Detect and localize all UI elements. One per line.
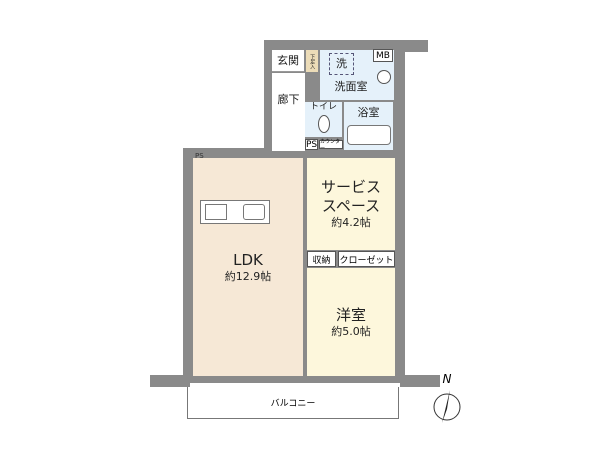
room-ldk-size: 約12.9帖 bbox=[224, 269, 272, 283]
washer-label: 洗 bbox=[336, 57, 347, 71]
wall bbox=[400, 375, 440, 387]
toilet-icon bbox=[317, 115, 330, 134]
room-service-space: サービス スペース 約4.2帖 bbox=[307, 158, 395, 250]
sink-icon bbox=[243, 204, 265, 220]
toilet-label: トイレ bbox=[309, 102, 337, 112]
bathroom: 浴室 bbox=[344, 102, 393, 150]
mb-box: MB bbox=[373, 49, 393, 62]
toilet: トイレ bbox=[305, 102, 342, 137]
corridor-label: 廊下 bbox=[277, 93, 300, 106]
room-service-name-2: スペース bbox=[321, 197, 381, 216]
shoe-box: 下足入 bbox=[306, 50, 318, 72]
wall bbox=[398, 40, 428, 52]
closet: クローゼット bbox=[338, 251, 395, 267]
ps-box: PS bbox=[305, 139, 318, 150]
shoe-box-label: 下足入 bbox=[309, 53, 316, 69]
room-service-name-1: サービス bbox=[320, 178, 381, 197]
room-western-size: 約5.0帖 bbox=[331, 324, 371, 338]
balcony: バルコニー bbox=[187, 387, 399, 419]
room-ldk: LDK 約12.9帖 bbox=[193, 158, 303, 376]
counter-box: カウンター bbox=[319, 139, 343, 152]
compass-arrow-icon bbox=[433, 390, 461, 423]
balcony-label: バルコニー bbox=[270, 399, 316, 409]
entrance: 玄関 bbox=[272, 50, 304, 72]
bathtub-icon bbox=[346, 124, 391, 145]
room-western-name: 洋室 bbox=[335, 305, 366, 324]
washroom-label: 洗面室 bbox=[334, 80, 368, 94]
water-heater-icon bbox=[377, 70, 391, 84]
room-service-size: 約4.2帖 bbox=[331, 215, 371, 229]
room-ldk-name: LDK bbox=[233, 250, 263, 269]
entrance-label: 玄関 bbox=[277, 53, 299, 67]
wall bbox=[150, 375, 190, 387]
stove-icon bbox=[205, 204, 227, 220]
corridor: 廊下 bbox=[272, 73, 305, 151]
compass-north-label: N bbox=[442, 372, 452, 386]
ps-label-ldk: PS bbox=[195, 152, 204, 160]
storage: 収納 bbox=[307, 251, 336, 267]
washer-space: 洗 bbox=[329, 53, 354, 75]
compass: N bbox=[430, 368, 464, 423]
bathroom-label: 浴室 bbox=[357, 106, 380, 119]
room-western: 洋室 約5.0帖 bbox=[307, 268, 395, 376]
